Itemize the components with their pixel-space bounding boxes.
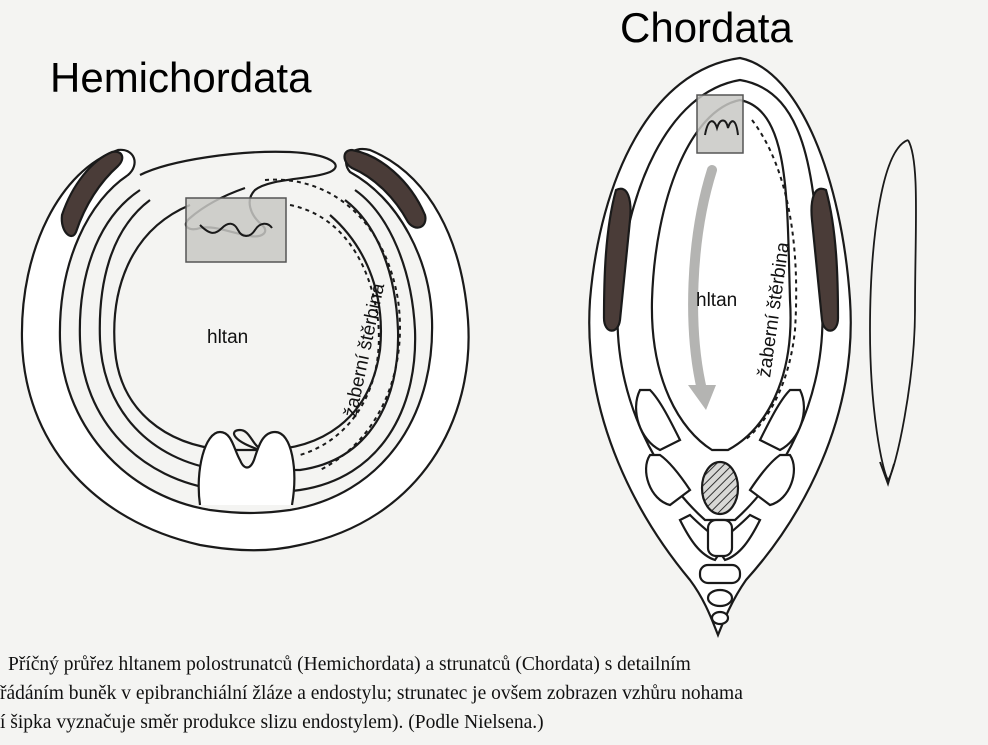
caption-line-2: řádáním buněk v epibranchiální žláze a e… xyxy=(0,679,988,708)
hemi-endostyle xyxy=(199,432,295,505)
rotation-arrow xyxy=(870,140,916,480)
figure-caption: Příčný průřez hltanem polostrunatců (Hem… xyxy=(0,650,988,737)
caption-line-1: Příčný průřez hltanem polostrunatců (Hem… xyxy=(0,650,988,679)
hemi-highlight-box xyxy=(186,198,286,262)
diagram-svg: hltan žaberní štěrbina hltan žaberní ště… xyxy=(0,0,988,650)
hemi-gill-slit-label: žaberní štěrbina xyxy=(340,281,389,419)
chord-pharynx-label: hltan xyxy=(696,290,737,311)
hemi-pharynx-label: hltan xyxy=(207,327,248,348)
chord-notochord xyxy=(702,462,738,514)
hemi-dark-band-left xyxy=(62,152,122,236)
caption-line-3: í šipka vyznačuje směr produkce slizu en… xyxy=(0,708,988,737)
rotation-arrowhead xyxy=(880,462,894,484)
chordata-diagram xyxy=(589,58,916,635)
hemichordata-diagram xyxy=(22,149,469,550)
